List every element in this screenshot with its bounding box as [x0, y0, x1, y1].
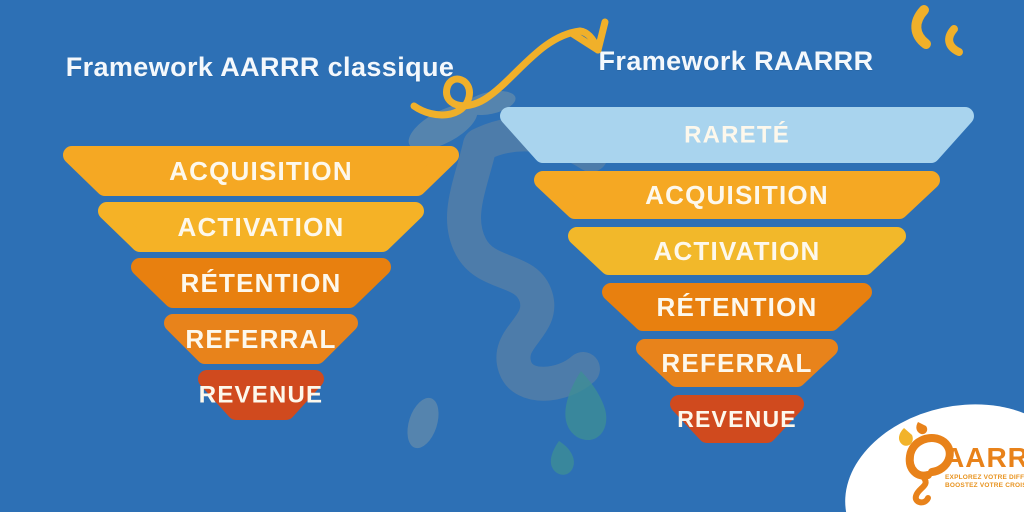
funnel-stage-activation: ACTIVATION — [98, 202, 424, 252]
tagline-line-2: BOOSTEZ VOTRE CROISSANCE ! — [945, 482, 1024, 489]
curved-arrow-icon — [410, 18, 609, 119]
right-funnel: RARETÉ ACQUISITION ACTIVATION RÉTENTION … — [500, 107, 974, 443]
left-funnel-title: Framework AARRR classique — [65, 52, 455, 82]
stage-label: REFERRAL — [661, 348, 812, 378]
sparkle-icon — [911, 5, 963, 56]
tagline-line-1: EXPLOREZ VOTRE DIFFÉRENCE, — [945, 474, 1024, 481]
stage-label: RÉTENTION — [656, 292, 817, 322]
stage-label: ACTIVATION — [177, 212, 344, 242]
stage-label: RARETÉ — [684, 121, 790, 149]
funnel-stage-referral: REFERRAL — [164, 314, 358, 364]
stage-label: REVENUE — [199, 382, 323, 409]
funnel-stage-revenue: REVENUE — [198, 370, 324, 420]
rooster-r-icon — [905, 434, 954, 506]
stage-label: REVENUE — [677, 406, 797, 432]
right-funnel-title: Framework RAARRR — [598, 46, 874, 76]
stage-label: RÉTENTION — [180, 268, 341, 298]
funnel-stage-retention: RÉTENTION — [131, 258, 391, 308]
stage-label: ACQUISITION — [169, 156, 353, 186]
stage-label: ACTIVATION — [653, 236, 820, 266]
stage-label: ACQUISITION — [645, 180, 829, 210]
funnel-stage-rarete: RARETÉ — [500, 107, 974, 163]
logo-blob — [845, 404, 1024, 512]
funnel-stage-acquisition: ACQUISITION — [63, 146, 459, 196]
brand-tagline: EXPLOREZ VOTRE DIFFÉRENCE, BOOSTEZ VOTRE… — [945, 474, 1024, 490]
brand-wordmark: AARRR — [944, 442, 1024, 473]
funnel-stage-activation: ACTIVATION — [568, 227, 906, 275]
funnel-stage-revenue: REVENUE — [670, 395, 804, 443]
stage-label: REFERRAL — [185, 324, 336, 354]
funnel-stage-retention: RÉTENTION — [602, 283, 872, 331]
funnel-stage-acquisition: ACQUISITION — [534, 171, 940, 219]
funnel-stage-referral: REFERRAL — [636, 339, 838, 387]
left-funnel: ACQUISITION ACTIVATION RÉTENTION REFERRA… — [63, 146, 459, 420]
splash-icon — [898, 422, 928, 446]
